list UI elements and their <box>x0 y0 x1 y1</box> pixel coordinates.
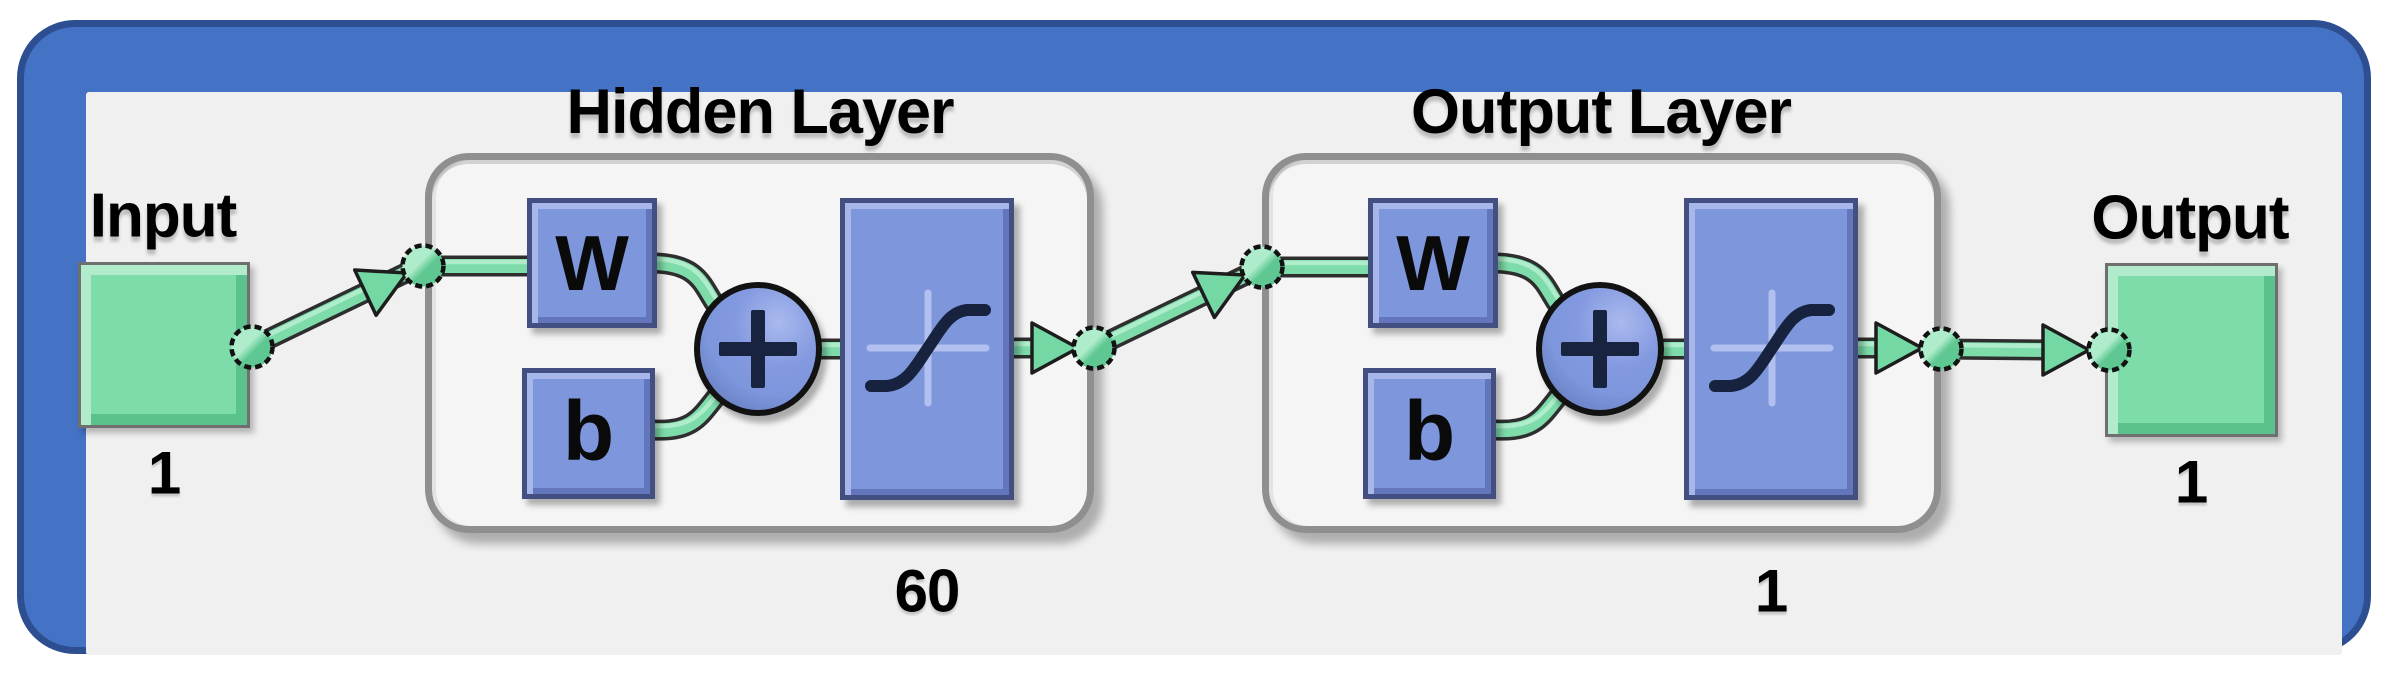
hidden-sum-circle <box>694 282 822 416</box>
sigmoid-icon <box>865 289 991 407</box>
hidden-weight-label: W <box>555 219 629 307</box>
output-layer-title: Output Layer <box>1410 77 1792 147</box>
input-size: 1 <box>147 439 181 507</box>
output-bias-label: b <box>1403 383 1456 478</box>
hidden-bias-block: b <box>522 368 655 499</box>
input-square <box>78 262 250 428</box>
output-activation-block <box>1684 198 1858 500</box>
output-layer-size: 1 <box>1754 557 1788 625</box>
frame <box>17 20 2371 655</box>
hidden-layer-title: Hidden Layer <box>566 77 954 147</box>
output-size: 1 <box>2174 448 2208 516</box>
output-weight-block: W <box>1368 198 1498 328</box>
hidden-activation-block <box>840 198 1014 500</box>
sigmoid-icon <box>1709 289 1835 407</box>
output-square <box>2105 263 2278 437</box>
output-bias-block: b <box>1363 368 1496 499</box>
output-sum-circle <box>1536 282 1664 416</box>
hidden-bias-label: b <box>562 383 615 478</box>
plus-icon <box>751 310 765 388</box>
plus-icon <box>1593 310 1607 388</box>
input-label: Input <box>89 181 237 251</box>
hidden-weight-block: W <box>527 198 657 328</box>
output-label: Output <box>2091 183 2289 253</box>
output-weight-label: W <box>1396 219 1470 307</box>
hidden-layer-size: 60 <box>894 557 961 625</box>
